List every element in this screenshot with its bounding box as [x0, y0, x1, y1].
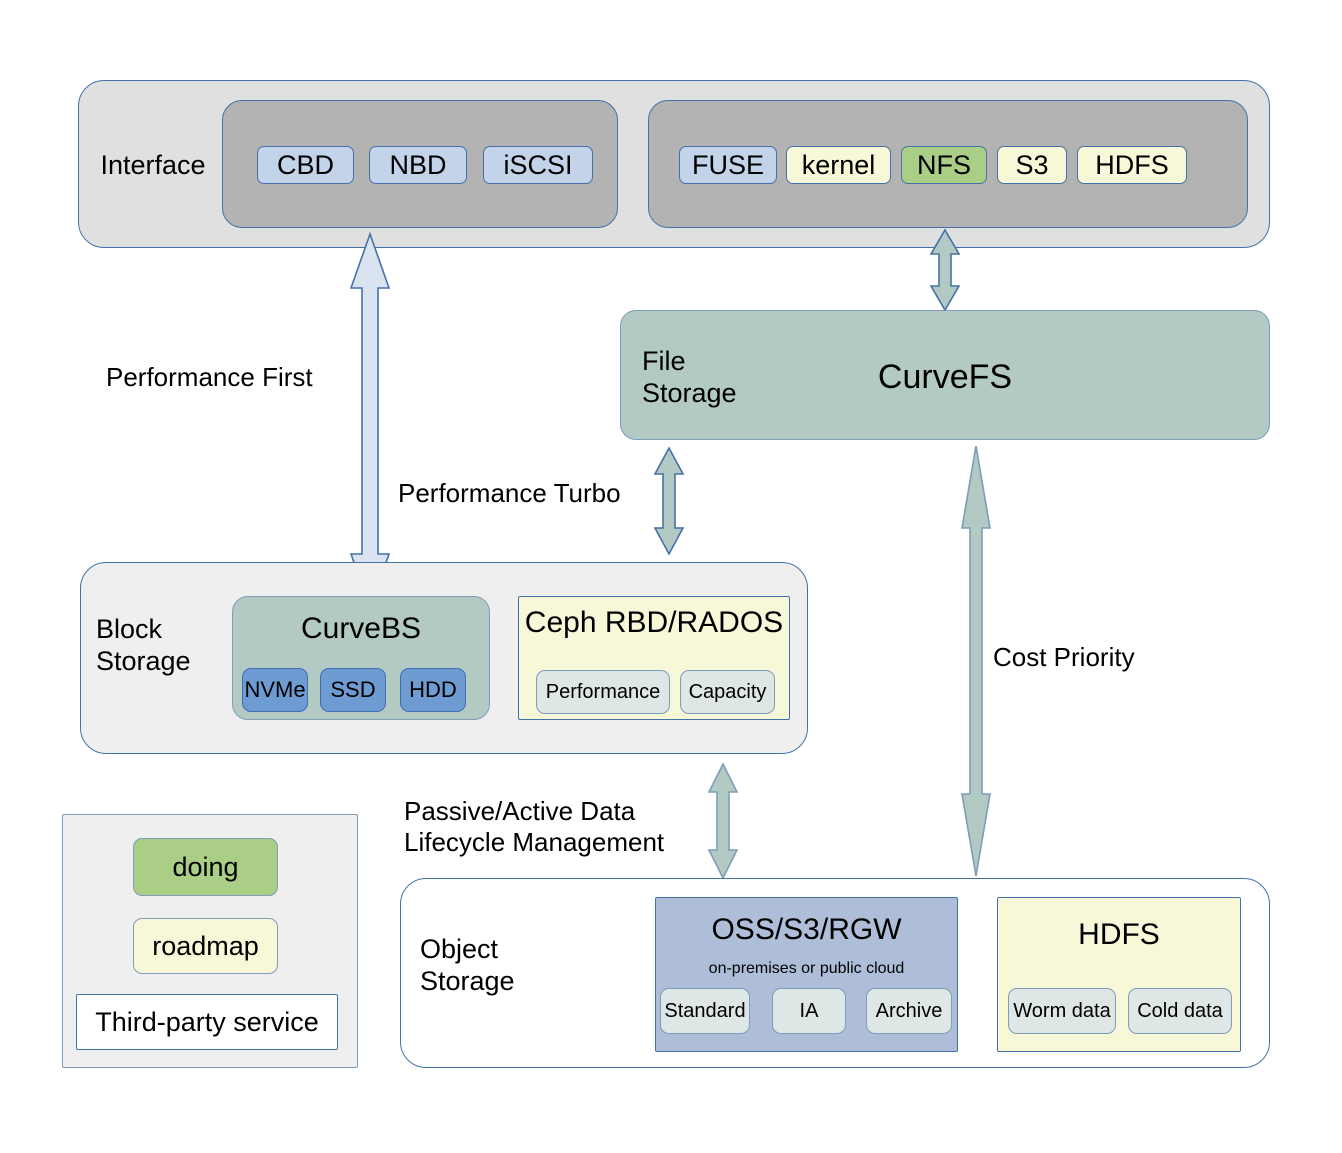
interface-chip-label: NFS — [917, 149, 971, 180]
object-hdfs-tier-cold[interactable]: Cold data — [1128, 988, 1232, 1034]
performance-first-arrow — [349, 231, 391, 611]
oss-tier-label: Standard — [664, 999, 746, 1022]
cost-priority-label: Cost Priority — [993, 642, 1135, 672]
data-lifecycle-label: Passive/Active Data Lifecycle Management — [404, 796, 665, 858]
interface-chip-nfs[interactable]: NFS — [901, 146, 987, 184]
oss-tier-archive[interactable]: Archive — [866, 988, 952, 1034]
interface-chip-label: CBD — [276, 149, 334, 180]
file-storage-box — [620, 310, 1270, 440]
curvebs-tier-ssd[interactable]: SSD — [320, 668, 386, 712]
curvebs-tier-label: HDD — [409, 677, 457, 702]
interface-chip-label: S3 — [1015, 149, 1049, 180]
ceph-tier-label: Capacity — [688, 680, 767, 703]
curvebs-tier-nvme[interactable]: NVMe — [242, 668, 308, 712]
block-storage-label: Block Storage — [96, 614, 191, 676]
performance-turbo-label: Performance Turbo — [398, 478, 621, 508]
oss-title: OSS/S3/RGW — [711, 913, 902, 946]
ceph-title: Ceph RBD/RADOS — [524, 606, 784, 639]
interface-chip-label: FUSE — [691, 149, 764, 180]
ceph-tier-label: Performance — [545, 680, 661, 703]
oss-tier-label: IA — [799, 999, 819, 1022]
interface-chip-nbd[interactable]: NBD — [369, 146, 467, 184]
oss-tier-ia[interactable]: IA — [772, 988, 846, 1034]
interface-chip-cbd[interactable]: CBD — [257, 146, 354, 184]
performance-turbo-arrow — [653, 446, 685, 556]
curvefs-title: CurveFS — [877, 358, 1013, 396]
performance-first-label: Performance First — [106, 362, 313, 392]
interface-chip-label: HDFS — [1095, 149, 1169, 180]
oss-tier-standard[interactable]: Standard — [660, 988, 750, 1034]
oss-tier-label: Archive — [875, 999, 943, 1022]
interface-chip-kernel[interactable]: kernel — [786, 146, 891, 184]
interface-layer-label: Interface — [100, 150, 206, 180]
legend-item-label: roadmap — [152, 930, 259, 961]
interface-chip-label: NBD — [389, 149, 447, 180]
curvebs-tier-label: SSD — [330, 677, 376, 702]
object-hdfs-tier-worm[interactable]: Worm data — [1008, 988, 1116, 1034]
interface-to-curvefs-arrow — [929, 228, 961, 312]
oss-subtitle: on-premises or public cloud — [708, 960, 905, 977]
interface-chip-hdfs[interactable]: HDFS — [1077, 146, 1187, 184]
curvebs-title: CurveBS — [300, 612, 422, 645]
curvebs-tier-hdd[interactable]: HDD — [400, 668, 466, 712]
data-lifecycle-arrow — [707, 762, 739, 880]
legend-item-third-party: Third-party service — [76, 994, 338, 1050]
file-storage-label: File Storage — [642, 346, 737, 408]
interface-chip-s3[interactable]: S3 — [997, 146, 1067, 184]
interface-chip-fuse[interactable]: FUSE — [679, 146, 777, 184]
interface-chip-label: iSCSI — [503, 149, 573, 180]
interface-chip-iscsi[interactable]: iSCSI — [483, 146, 593, 184]
legend-item-doing: doing — [133, 838, 278, 896]
object-hdfs-tier-label: Cold data — [1137, 999, 1223, 1022]
object-hdfs-tier-label: Worm data — [1013, 999, 1111, 1022]
legend-item-label: Third-party service — [95, 1006, 319, 1037]
curvebs-tier-label: NVMe — [244, 677, 306, 702]
ceph-tier-capacity[interactable]: Capacity — [680, 670, 775, 714]
interface-chip-label: kernel — [801, 149, 876, 180]
object-storage-label: Object Storage — [420, 934, 515, 996]
cost-priority-arrow — [961, 445, 991, 877]
object-hdfs-title: HDFS — [1078, 918, 1160, 951]
legend-item-label: doing — [172, 851, 239, 882]
ceph-tier-performance[interactable]: Performance — [536, 670, 670, 714]
legend-item-roadmap: roadmap — [133, 918, 278, 974]
